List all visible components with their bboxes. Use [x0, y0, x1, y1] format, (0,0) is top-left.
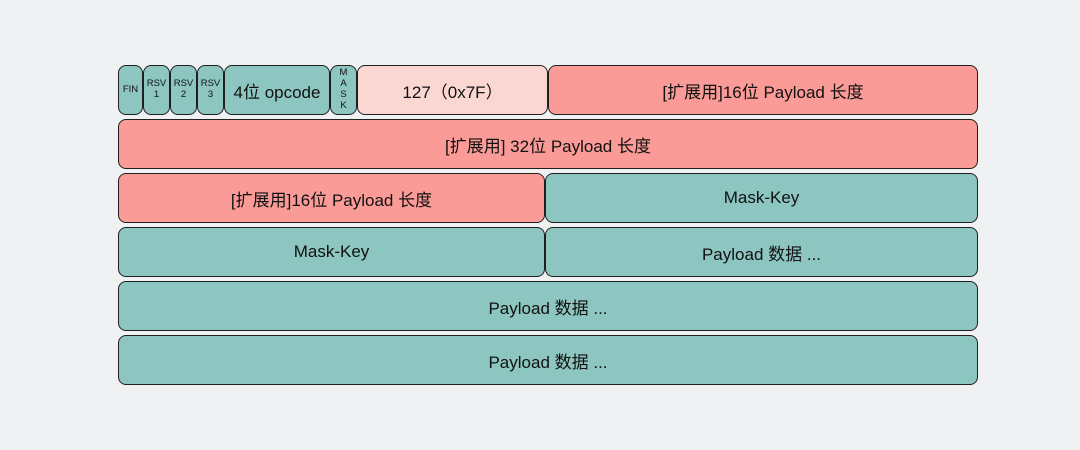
field-rsv3: RSV 3 — [197, 65, 224, 115]
frame-row-5: Payload 数据 ... — [118, 281, 978, 331]
field-rsv3-label: RSV 3 — [200, 78, 221, 100]
field-payload-data-1: Payload 数据 ... — [545, 227, 978, 277]
field-payload-len-127: 127（0x7F） — [357, 65, 548, 115]
field-payload-data-1-label: Payload 数据 ... — [701, 244, 822, 264]
field-ext-payload-len-32-label: [扩展用] 32位 Payload 长度 — [445, 136, 651, 156]
field-payload-data-3-label: Payload 数据 ... — [488, 352, 608, 372]
field-fin: FIN — [118, 65, 143, 115]
field-opcode-label: 4位 opcode — [233, 82, 321, 102]
frame-row-3: [扩展用]16位 Payload 长度 Mask-Key — [118, 173, 978, 223]
field-ext-payload-len-16b-label: [扩展用]16位 Payload 长度 — [230, 190, 433, 210]
field-mask-flag: M A S K — [330, 65, 357, 115]
frame-row-2: [扩展用] 32位 Payload 长度 — [118, 119, 978, 169]
field-payload-data-2-label: Payload 数据 ... — [488, 298, 608, 318]
field-mask-key-1-label: Mask-Key — [723, 188, 800, 207]
field-ext-payload-len-16a: [扩展用]16位 Payload 长度 — [548, 65, 978, 115]
field-opcode: 4位 opcode — [224, 65, 330, 115]
field-payload-data-2: Payload 数据 ... — [118, 281, 978, 331]
field-ext-payload-len-16a-label: [扩展用]16位 Payload 长度 — [662, 82, 864, 102]
field-rsv2-label: RSV 2 — [173, 78, 194, 100]
field-mask-flag-label: M A S K — [339, 67, 348, 111]
field-ext-payload-len-16b: [扩展用]16位 Payload 长度 — [118, 173, 545, 223]
frame-row-1: FIN RSV 1 RSV 2 RSV 3 4位 opcode M A S K 127（0x… — [118, 65, 978, 115]
websocket-frame-diagram: FIN RSV 1 RSV 2 RSV 3 4位 opcode M A S K 127（0x… — [118, 65, 978, 389]
field-mask-key-1: Mask-Key — [545, 173, 978, 223]
field-mask-key-2: Mask-Key — [118, 227, 545, 277]
field-rsv2: RSV 2 — [170, 65, 197, 115]
field-fin-label: FIN — [122, 83, 139, 95]
field-mask-key-2-label: Mask-Key — [293, 242, 370, 261]
field-payload-data-3: Payload 数据 ... — [118, 335, 978, 385]
field-rsv1: RSV 1 — [143, 65, 170, 115]
field-ext-payload-len-32: [扩展用] 32位 Payload 长度 — [118, 119, 978, 169]
frame-row-6: Payload 数据 ... — [118, 335, 978, 385]
frame-row-4: Mask-Key Payload 数据 ... — [118, 227, 978, 277]
field-payload-len-127-label: 127（0x7F） — [402, 82, 503, 102]
field-rsv1-label: RSV 1 — [146, 78, 167, 100]
